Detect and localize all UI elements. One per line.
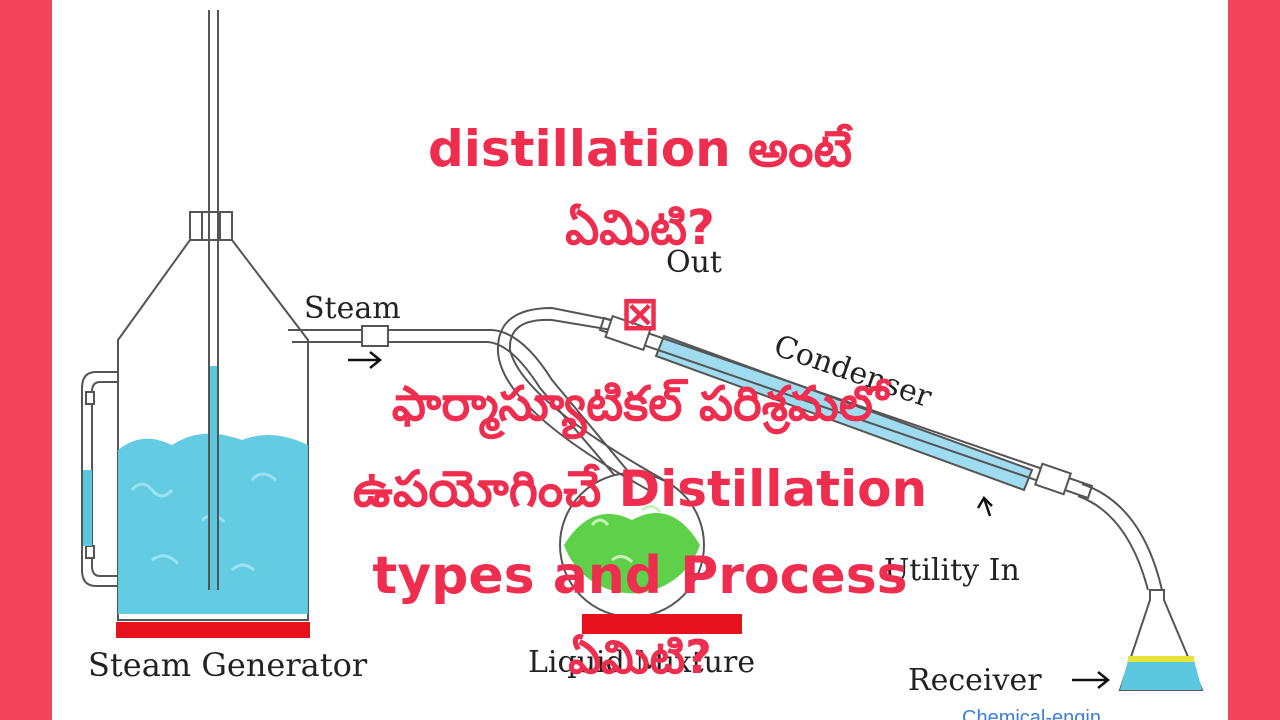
water-swirls [130, 472, 277, 572]
delivery-pipe [1033, 462, 1163, 591]
receiver-flask [1118, 589, 1204, 691]
generator-heater [116, 622, 310, 638]
overlay-line-5: ఉపయోగించే Distillation [352, 460, 928, 518]
flask-heater [582, 614, 742, 634]
safety-tube-water [210, 366, 217, 590]
condenser [598, 314, 1094, 500]
overlay-line-4: ఫార్మాస్యూటికల్ పరిశ్రమలో [391, 376, 889, 432]
steam-distillation-diagram: Steam Out Condenser Utility In Steam Gen… [81, 10, 1204, 720]
safety-tube [208, 10, 219, 590]
gauge-water [83, 470, 92, 546]
overlay-line-6: types and Process [372, 546, 908, 606]
overlay-line-2: ఏమిటి? [565, 200, 715, 256]
label-out: Out [666, 245, 722, 280]
label-steam: Steam [304, 291, 401, 326]
label-steam-generator: Steam Generator [88, 646, 368, 684]
overlay-line-7: ఏమిటి? [568, 630, 712, 684]
liquid-mixture-flask [559, 472, 705, 618]
steam-pipe [288, 325, 703, 567]
label-utility-in: Utility In [884, 553, 1020, 588]
arrows [348, 351, 1111, 689]
diagram-canvas: Steam Out Condenser Utility In Steam Gen… [52, 0, 1228, 720]
vapour-pipe [496, 306, 665, 493]
label-receiver: Receiver [908, 663, 1042, 698]
overlay-line-1: distillation అంటే [427, 120, 853, 178]
label-liquid-mixture: Liquid Mixture [528, 645, 755, 680]
steam-generator [117, 211, 309, 621]
overlay-line-3: ⊠ [620, 286, 660, 340]
watermark: Chemical-engin... [962, 707, 1118, 720]
